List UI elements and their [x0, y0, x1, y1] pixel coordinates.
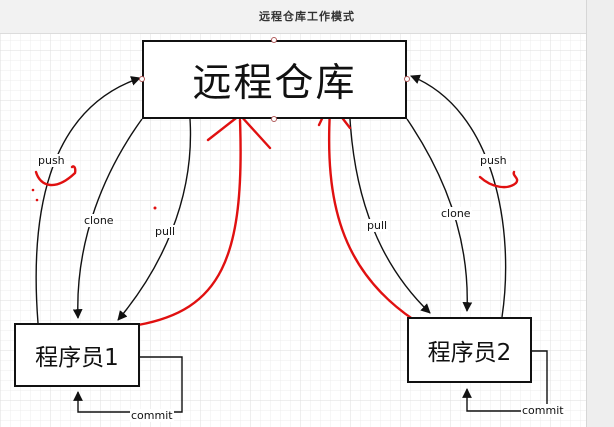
- pull-label-left: pull: [154, 225, 177, 238]
- window-title-bar: [0, 0, 614, 34]
- clone-label-left: clone: [83, 214, 115, 227]
- pull-label-right: pull: [366, 219, 389, 232]
- selection-handle-icon[interactable]: [271, 37, 277, 43]
- commit-label-right: commit: [521, 404, 565, 417]
- push-arrow-right[interactable]: [410, 74, 507, 318]
- push-label-right: push: [479, 154, 508, 167]
- remote-repo-label: 远程仓库: [192, 60, 357, 106]
- commit-arrow-left[interactable]: [73, 356, 183, 413]
- selection-handle-icon[interactable]: [271, 116, 277, 122]
- window-title: 远程仓库工作模式: [259, 10, 355, 23]
- programmer-2-node[interactable]: 程序员2: [407, 317, 532, 383]
- programmer-2-label: 程序员2: [427, 340, 512, 366]
- selection-handle-icon[interactable]: [139, 76, 145, 82]
- programmer-1-node[interactable]: 程序员1: [14, 323, 140, 387]
- push-label-left: push: [37, 154, 66, 167]
- clone-arrow-left[interactable]: [72, 118, 143, 319]
- remote-repo-node[interactable]: 远程仓库: [142, 40, 407, 119]
- programmer-1-label: 程序员1: [35, 345, 119, 371]
- selection-handle-icon[interactable]: [404, 76, 410, 82]
- push-arrow-left[interactable]: [35, 76, 141, 324]
- commit-label-left: commit: [130, 409, 174, 422]
- clone-label-right: clone: [440, 207, 472, 220]
- right-scroll-panel[interactable]: [586, 0, 614, 427]
